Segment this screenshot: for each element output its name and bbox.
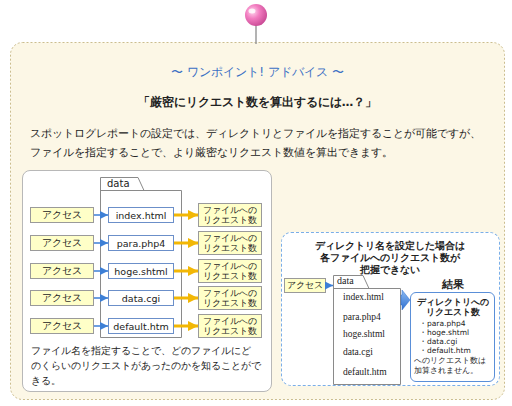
file-box: data.cgi [108, 290, 174, 306]
body-paragraph: スポットログレポートの設定では、ディレクトリとファイルを指定することが可能ですが… [30, 124, 496, 162]
push-pin [245, 4, 267, 26]
flow-arrow [94, 270, 108, 272]
result-box: ファイルへの リクエスト数 [198, 203, 262, 227]
result-label: ファイルへの リクエスト数 [199, 287, 261, 309]
file-name: hoge.shtml [109, 264, 173, 278]
file-list-item: ・para.php4 [419, 319, 465, 328]
sub-heading: 「厳密にリクエスト数を算出するには…？」 [10, 95, 505, 110]
file-name: default.htm [109, 319, 173, 333]
access-box: アクセス [30, 207, 94, 223]
file-name: hoge.shtml [343, 328, 385, 340]
access-box: アクセス [30, 290, 94, 306]
access-label: アクセス [31, 208, 93, 222]
file-box: hoge.shtml [108, 263, 174, 279]
flow-arrow [174, 297, 198, 300]
access-box: アクセス [30, 318, 94, 334]
result-box: 結果ディレクトリへの リクエスト数・para.php4・hoge.shtml・d… [410, 280, 495, 382]
flow-arrow [174, 242, 198, 245]
folder-tab-label: data [107, 178, 130, 190]
file-name: data.cgi [343, 346, 373, 358]
folder-tab-label: data [337, 275, 354, 287]
file-name: index.html [343, 291, 384, 303]
access-box: アクセス [30, 263, 94, 279]
access-label: アクセス [31, 291, 93, 305]
pin-highlight [249, 9, 256, 14]
result-label: ファイルへの リクエスト数 [199, 260, 261, 282]
result-box: ファイルへの リクエスト数 [198, 314, 262, 338]
file-name: para.php4 [109, 236, 173, 250]
flow-arrow [174, 325, 198, 328]
flow-arrow [94, 325, 108, 327]
file-name: default.htm [343, 366, 387, 378]
result-title: ディレクトリへの リクエスト数 [413, 297, 492, 317]
directory-panel: ディレクトリ名を設定した場合は 各ファイルへのリクエスト数が 把握できないアクセ… [281, 232, 500, 386]
file-list-item: ・hoge.shtml [419, 328, 469, 337]
result-box: ファイルへの リクエスト数 [198, 286, 262, 310]
block-arrow [401, 290, 410, 310]
result-box: ファイルへの リクエスト数 [198, 231, 262, 255]
result-label: ファイルへの リクエスト数 [199, 232, 261, 254]
flow-arrow [174, 270, 198, 273]
file-list-item: ・default.htm [419, 346, 471, 355]
folder-outline [100, 177, 182, 338]
flow-arrow [94, 297, 108, 299]
access-label: アクセス [285, 279, 325, 292]
access-label: アクセス [31, 319, 93, 333]
access-box: アクセス [284, 278, 326, 293]
panel-heading: ディレクトリ名を設定した場合は 各ファイルへのリクエスト数が 把握できない [310, 240, 470, 276]
file-name: index.html [109, 208, 173, 222]
advice-card [11, 43, 505, 400]
file-box: para.php4 [108, 235, 174, 251]
file-name: para.php4 [343, 311, 381, 323]
file-box: default.htm [108, 318, 174, 334]
result-box: ファイルへの リクエスト数 [198, 259, 262, 283]
file-box: index.html [108, 207, 174, 223]
advice-title: 〜 ワンポイント! アドバイス 〜 [10, 64, 505, 80]
folder-body [334, 276, 401, 385]
panel-caption: ファイル名を指定することで、どのファイルにど のくらいのリクエストがあったのかを… [31, 343, 269, 388]
folder: data index.html para.php4 hoge.shtml data.cg… [100, 177, 182, 338]
flow-arrow [94, 214, 108, 216]
folder-tab-line [101, 190, 145, 191]
file-name: data.cgi [109, 291, 173, 305]
access-label: アクセス [31, 264, 93, 278]
access-label: アクセス [31, 236, 93, 250]
folder-tab-line [334, 288, 370, 289]
result-label: ファイルへの リクエスト数 [199, 204, 261, 226]
flow-arrow [174, 214, 198, 217]
folder-body [101, 178, 182, 338]
access-box: アクセス [30, 235, 94, 251]
result-note: へのリクエスト数は 加算されません。 [414, 356, 492, 376]
result-heading: 結果 [410, 278, 495, 291]
flow-arrow [94, 242, 108, 244]
file-panel: ファイル名を指定することで、どのファイルにど のくらいのリクエストがあったのかを… [22, 170, 272, 392]
folder: data index.html para.php4 hoge.shtml data.cg… [333, 275, 401, 385]
flow-arrow [326, 285, 333, 287]
result-label: ファイルへの リクエスト数 [199, 315, 261, 337]
file-list-item: ・data.cgi [419, 337, 457, 346]
